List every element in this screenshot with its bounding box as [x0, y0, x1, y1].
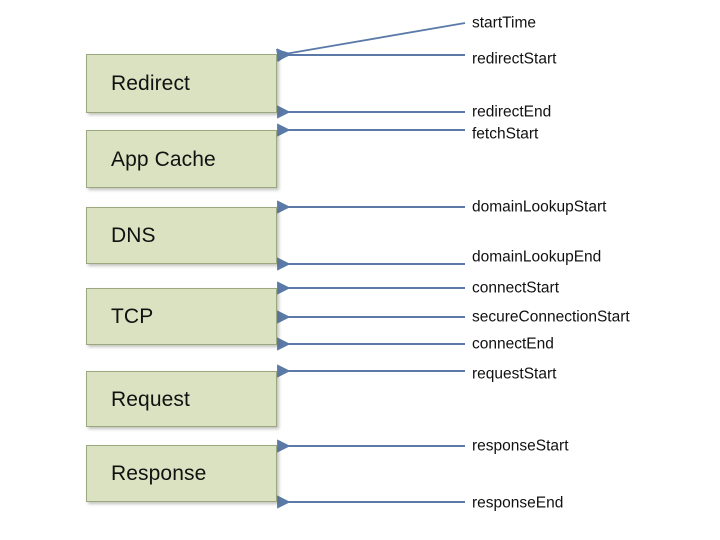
phase-box-request: Request [86, 371, 277, 427]
arrow-start-time [275, 22, 466, 62]
event-label-redirect-end: redirectEnd [472, 103, 552, 121]
phase-box-app-cache: App Cache [86, 130, 277, 188]
phase-box-label: Response [111, 462, 207, 485]
phase-box-label: TCP [111, 305, 154, 328]
phase-box-redirect: Redirect [86, 54, 277, 113]
event-label-domain-lookup-end: domainLookupEnd [472, 248, 602, 266]
phase-box-label: App Cache [111, 147, 216, 171]
phase-box-dns: DNS [86, 207, 277, 264]
phase-box-label: DNS [111, 224, 156, 247]
phase-box-tcp: TCP [86, 288, 277, 345]
arrow-group [275, 22, 466, 509]
phase-box-label: Request [111, 387, 190, 411]
event-label-request-start: requestStart [472, 365, 557, 383]
event-label-start-time: startTime [472, 14, 537, 32]
event-label-connect-end: connectEnd [472, 335, 554, 353]
event-label-response-end: responseEnd [472, 494, 564, 512]
event-label-fetch-start: fetchStart [472, 125, 539, 143]
event-label-domain-lookup-start: domainLookupStart [472, 198, 607, 216]
event-label-connect-start: connectStart [472, 279, 560, 297]
event-label-secure-connection-start: secureConnectionStart [472, 308, 630, 326]
phase-box-label: Redirect [111, 72, 190, 95]
event-label-response-start: responseStart [472, 437, 569, 455]
phase-box-response: Response [86, 445, 277, 502]
event-label-redirect-start: redirectStart [472, 50, 557, 68]
